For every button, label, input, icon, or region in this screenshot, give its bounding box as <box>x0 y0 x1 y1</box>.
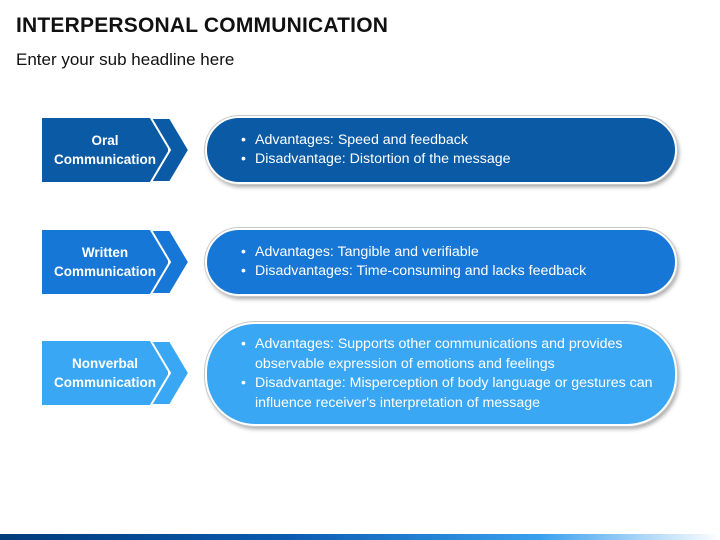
row-nonverbal: Nonverbal Communication Advantages: Supp… <box>0 322 720 426</box>
chevron-icon-nonverbal <box>150 340 190 406</box>
page-title: INTERPERSONAL COMMUNICATION <box>16 14 389 37</box>
bullet-oral-advantages: Advantages: Speed and feedback <box>241 131 511 151</box>
bubble-oral: Advantages: Speed and feedback Disadvant… <box>205 116 677 184</box>
label-written-line2: Communication <box>53 264 156 279</box>
chevron-icon-oral <box>150 117 190 183</box>
row-oral: Oral Communication Advantages: Speed and… <box>0 116 720 184</box>
label-nonverbal-line2: Communication <box>53 375 156 390</box>
label-box-nonverbal: Nonverbal Communication <box>42 341 168 405</box>
label-written-line1: Written <box>81 245 129 260</box>
footer-bar <box>0 534 720 540</box>
label-box-written: Written Communication <box>42 230 168 294</box>
label-box-oral: Oral Communication <box>42 118 168 182</box>
label-oral-line2: Communication <box>53 152 156 167</box>
bullet-oral-disadvantage: Disadvantage: Distortion of the message <box>241 150 511 170</box>
bullet-nonverbal-advantages: Advantages: Supports other communication… <box>241 335 657 374</box>
page-subtitle: Enter your sub headline here <box>16 50 235 69</box>
label-oral-line1: Oral <box>91 133 119 148</box>
bullet-written-advantages: Advantages: Tangible and verifiable <box>241 243 586 263</box>
bubble-written: Advantages: Tangible and verifiable Disa… <box>205 228 677 296</box>
bullet-nonverbal-disadvantage: Disadvantage: Misperception of body lang… <box>241 374 657 413</box>
row-written: Written Communication Advantages: Tangib… <box>0 228 720 296</box>
bubble-nonverbal: Advantages: Supports other communication… <box>205 322 677 426</box>
chevron-icon-written <box>150 229 190 295</box>
label-nonverbal-line1: Nonverbal <box>71 356 138 371</box>
bullet-written-disadvantages: Disadvantages: Time-consuming and lacks … <box>241 262 586 282</box>
